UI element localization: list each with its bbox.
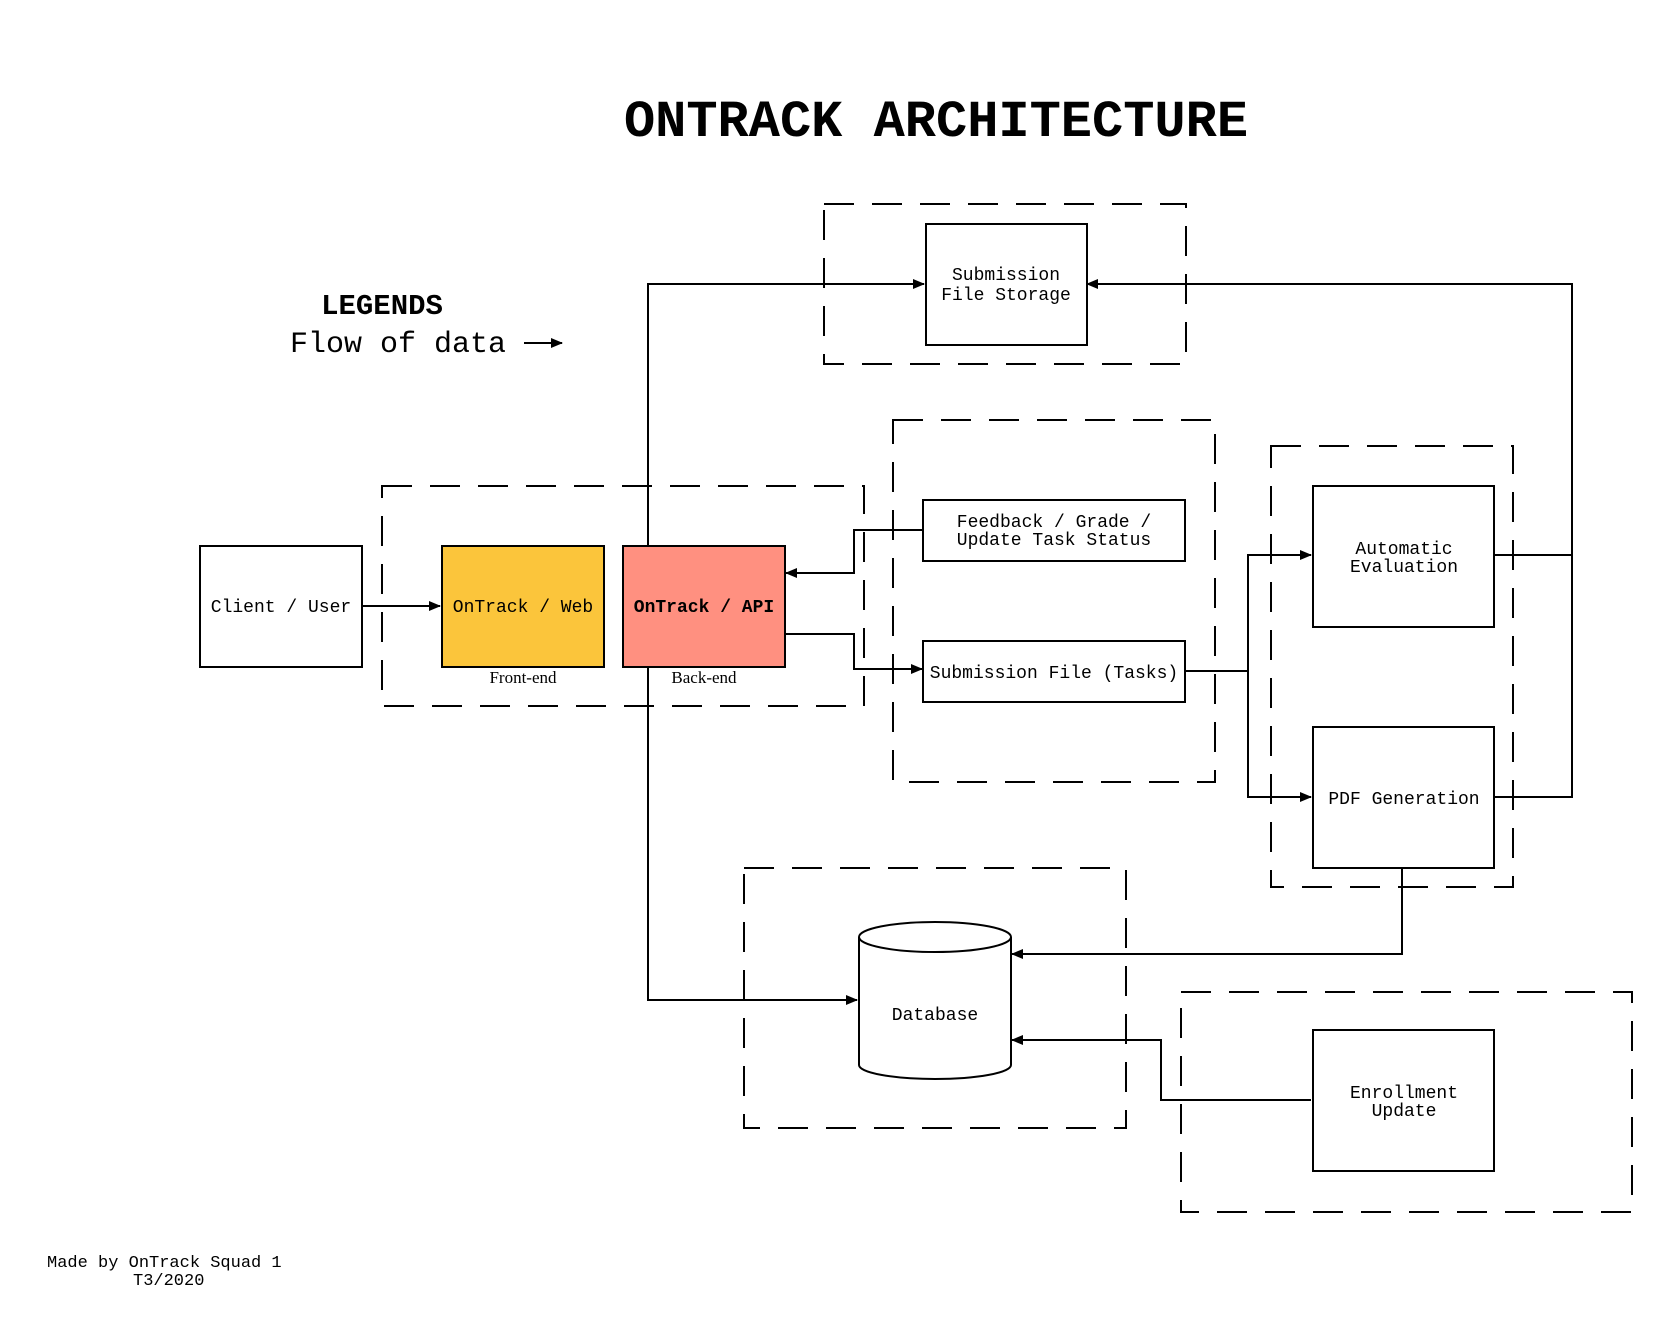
- database-group: [743, 867, 1127, 1129]
- ontrack-web-label: OnTrack / Web: [453, 598, 593, 618]
- client-user-label: Client / User: [211, 598, 351, 618]
- edge-eval-to-storage: [1086, 279, 1573, 556]
- ontrack-api-label: OnTrack / API: [634, 598, 774, 618]
- legend-heading: LEGENDS: [321, 290, 443, 323]
- edge-enrollment-to-database: [1011, 1035, 1311, 1101]
- client-user-box: [199, 545, 363, 668]
- enrollment-label-line2: Update: [1372, 1102, 1437, 1122]
- auto-eval-label-line2: Evaluation: [1350, 558, 1458, 578]
- feedback-label-line1: Feedback / Grade /: [957, 513, 1151, 533]
- frontend-caption: Front-end: [489, 668, 557, 687]
- frontend-backend-group: [381, 485, 865, 707]
- edge-submission-to-pdf: [1247, 671, 1312, 802]
- enrollment-label-line1: Enrollment: [1350, 1084, 1458, 1104]
- submission-file-box: [922, 640, 1186, 703]
- edge-submission-to-eval: [1185, 550, 1312, 672]
- storage-label-line2: File Storage: [941, 286, 1071, 306]
- pdf-generation-label: PDF Generation: [1328, 790, 1479, 810]
- edge-pdf-to-storage: [1492, 555, 1573, 798]
- enrollment-update-box: [1312, 1029, 1495, 1172]
- diagram-title: ONTRACK ARCHITECTURE: [624, 93, 1248, 152]
- footer-credit: Made by OnTrack Squad 1: [47, 1254, 282, 1273]
- storage-label-line1: Submission: [952, 266, 1060, 286]
- ontrack-api-box: [622, 545, 786, 668]
- evaluation-group: [1270, 445, 1514, 888]
- backend-caption: Back-end: [671, 668, 737, 687]
- submission-file-label: Submission File (Tasks): [930, 664, 1178, 684]
- legend-flow-label: Flow of data: [290, 328, 506, 362]
- edge-api-to-submission: [785, 633, 923, 674]
- database-cylinder: [858, 921, 1012, 1080]
- edge-pdf-to-database: [1011, 868, 1403, 959]
- edge-api-to-database: [647, 666, 858, 1005]
- submission-file-storage-box: [925, 223, 1088, 346]
- pdf-generation-box: [1312, 726, 1495, 869]
- feedback-grade-box: [922, 499, 1186, 562]
- feedback-label-line2: Update Task Status: [957, 531, 1151, 551]
- database-label: Database: [892, 1006, 978, 1026]
- processing-group: [892, 419, 1216, 783]
- ontrack-web-box: [441, 545, 605, 668]
- automatic-evaluation-box: [1312, 485, 1495, 628]
- edge-api-to-storage: [647, 279, 925, 546]
- edge-feedback-to-api: [785, 529, 923, 578]
- auto-eval-label-line1: Automatic: [1355, 540, 1452, 560]
- footer-date: T3/2020: [133, 1272, 204, 1291]
